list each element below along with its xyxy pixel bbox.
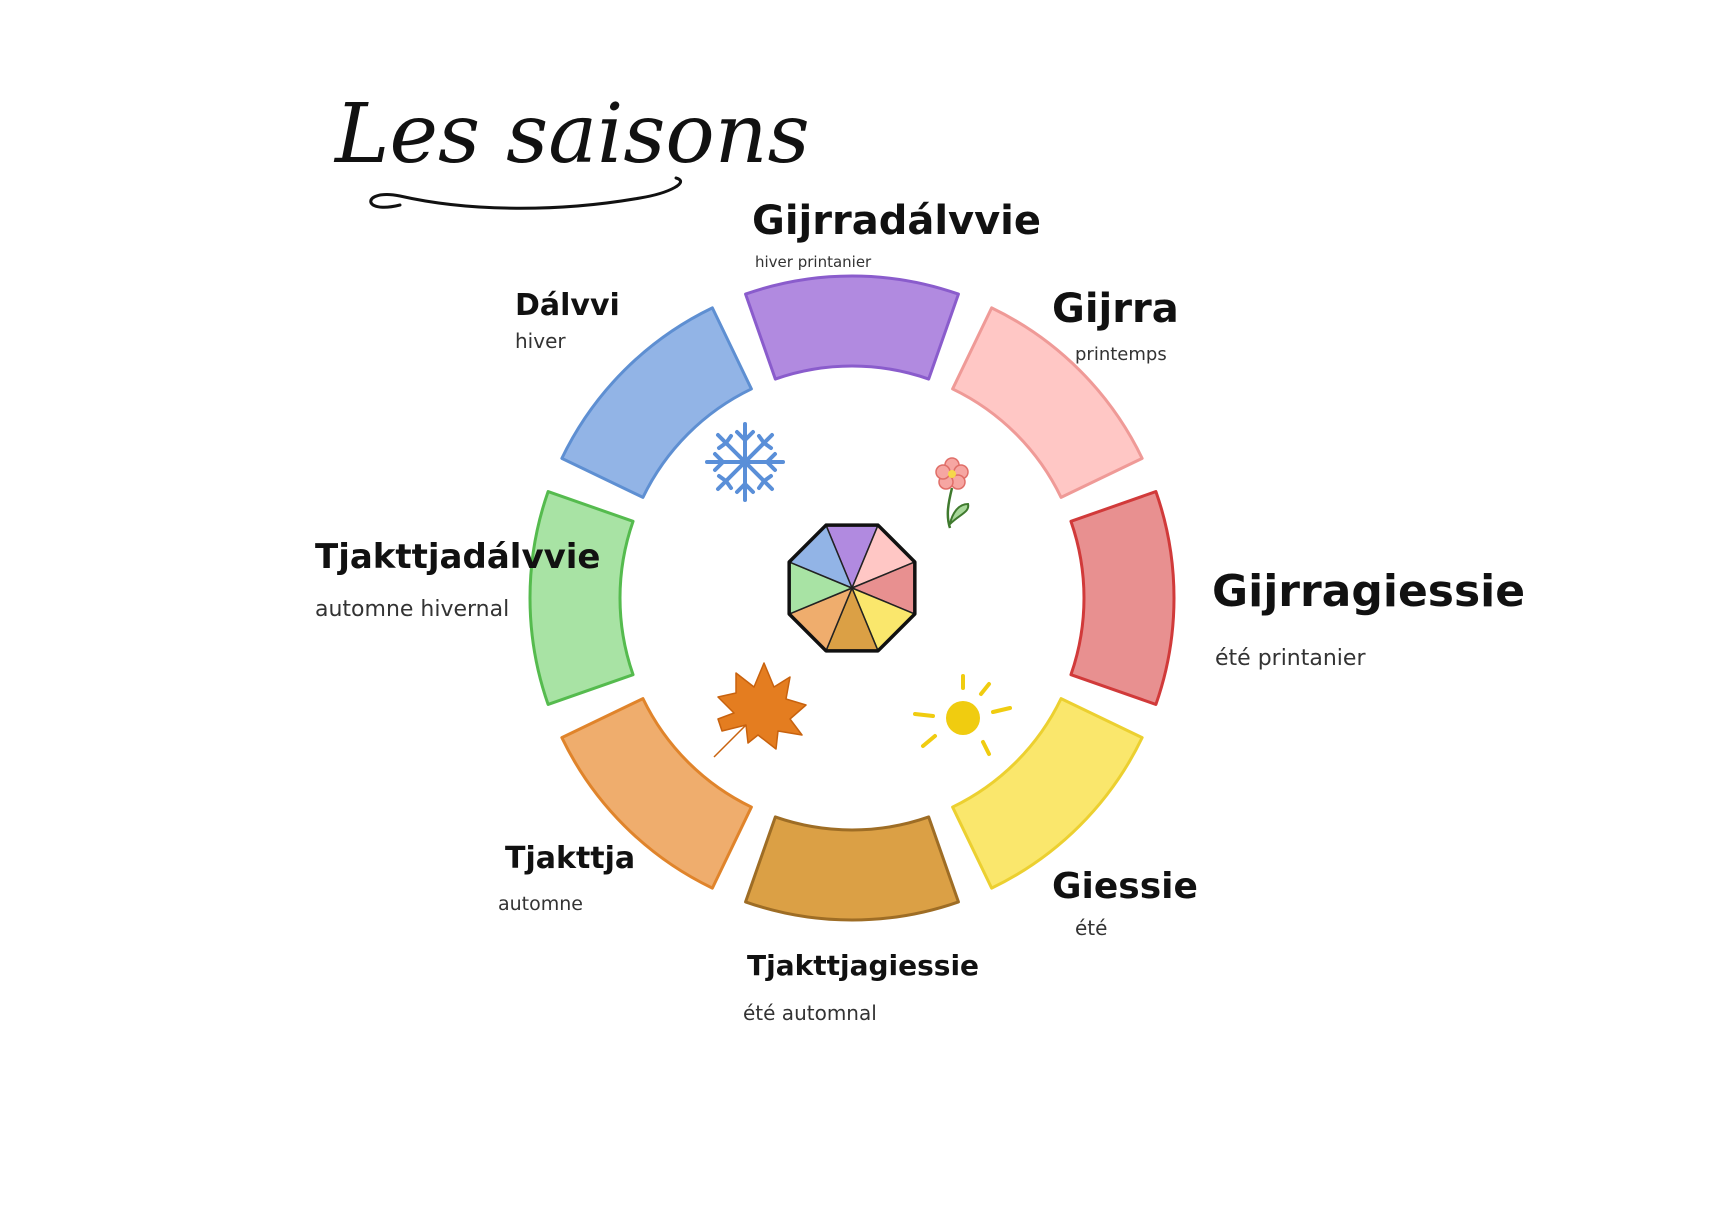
season-label-gijrra: Gijrra printemps	[1052, 286, 1179, 365]
mini-wheel-outline	[787, 523, 917, 653]
season-subtitle: été	[1075, 916, 1107, 940]
season-label-gijrragiessie: Gijrragiessie été printanier	[1212, 566, 1525, 671]
season-label-tjakttjadalvvie: Tjakttjadálvvie automne hivernal	[315, 537, 600, 622]
season-subtitle: hiver printanier	[755, 253, 872, 271]
season-labels: Gijrradálvvie hiver printanier Gijrra pr…	[315, 198, 1525, 1025]
ring-segment-gijrradalvvie	[744, 274, 960, 381]
page-title: Les saisons	[333, 87, 810, 182]
season-subtitle: printemps	[1075, 344, 1167, 365]
ring-segment-tjakttjagiessie	[744, 815, 960, 922]
ring-segment-tjakttjadalvvie	[528, 490, 635, 706]
season-ring	[528, 274, 1176, 922]
season-label-giessie: Giessie été	[1052, 866, 1198, 940]
season-name: Dálvvi	[515, 288, 620, 323]
season-name: Tjakttjagiessie	[747, 949, 979, 982]
season-label-tjakttja: Tjakttja automne	[498, 841, 635, 915]
season-name: Gijrradálvvie	[752, 198, 1041, 244]
season-name: Giessie	[1052, 866, 1198, 907]
ring-segment-tjakttja	[560, 697, 753, 890]
flower-icon	[935, 457, 970, 529]
ring-segment-giessie	[951, 697, 1144, 890]
snowflake-icon	[705, 422, 785, 502]
season-label-tjakttjagiessie: Tjakttjagiessie été automnal	[743, 949, 979, 1025]
center-mini-wheel	[787, 523, 917, 653]
season-subtitle: automne	[498, 893, 583, 915]
season-subtitle: été printanier	[1215, 646, 1366, 671]
season-subtitle: été automnal	[743, 1001, 877, 1025]
sun-icon	[913, 674, 1012, 756]
season-subtitle: hiver	[515, 329, 566, 353]
season-name: Gijrra	[1052, 286, 1179, 332]
ring-segment-dalvvi	[560, 306, 753, 499]
season-name: Gijrragiessie	[1212, 566, 1525, 617]
season-label-dalvvi: Dálvvi hiver	[515, 288, 620, 353]
season-label-gijrradalvvie: Gijrradálvvie hiver printanier	[752, 198, 1041, 271]
season-name: Tjakttjadálvvie	[315, 537, 600, 577]
title-underline-swash	[369, 176, 683, 210]
ring-segment-gijrra	[951, 306, 1144, 499]
ring-segment-gijrragiessie	[1069, 490, 1176, 706]
leaf-icon	[713, 662, 807, 758]
season-name: Tjakttja	[505, 841, 635, 876]
season-subtitle: automne hivernal	[315, 597, 509, 622]
